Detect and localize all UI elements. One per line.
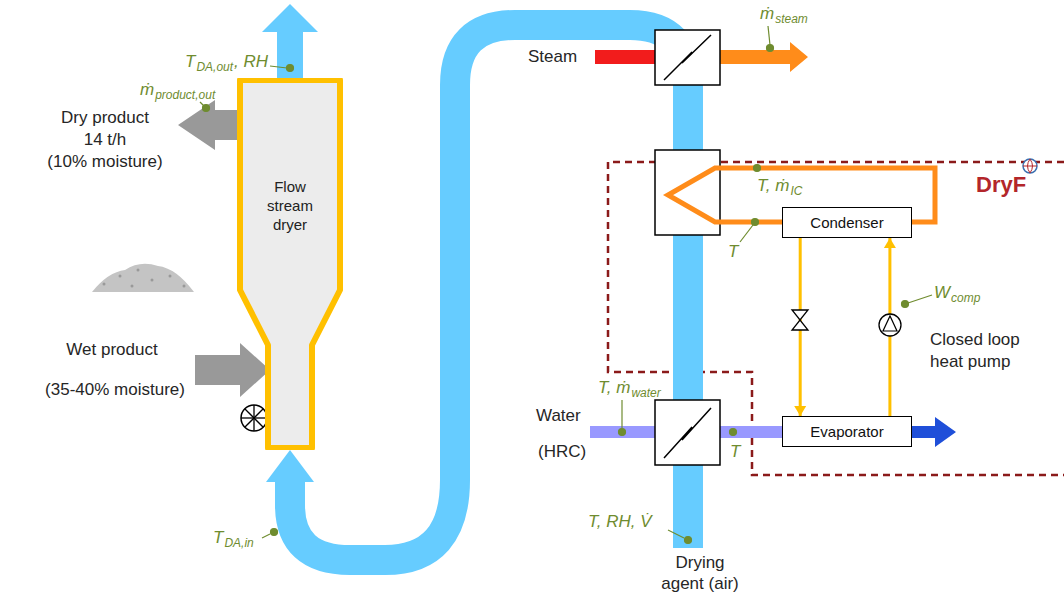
water-transfer (720, 426, 782, 438)
powder-grains (103, 269, 186, 288)
stream-label: Water (536, 406, 581, 426)
compressor-symbol (879, 314, 901, 336)
stream-label: (35-40% moisture) (45, 380, 185, 400)
expansion-valve (792, 310, 808, 330)
node-label: Condenser (810, 214, 883, 231)
measurement-symbol: T, ṁ (757, 176, 789, 196)
measurement-symbol: T (728, 242, 738, 262)
subscript: steam (775, 13, 808, 27)
air-outlet-arrow (262, 4, 318, 32)
stream-label: (HRC) (538, 442, 586, 462)
stream-label: 14 t/h (84, 130, 127, 150)
air-inlet-arrow (266, 450, 314, 482)
subscript: DA,out (196, 61, 233, 75)
dryer-vessel: Flow stream dryer (236, 78, 344, 450)
subscript: DA,in (224, 537, 253, 551)
steam-inlet (595, 50, 655, 64)
rotary-valve (241, 405, 267, 431)
stream-label: Drying (675, 553, 724, 573)
powder-pile (92, 264, 194, 292)
measurement-symbol: T, RH, V̇ (588, 512, 652, 532)
node-label: Evaporator (810, 423, 883, 440)
dryer-outline (236, 78, 344, 450)
stream-label: agent (air) (661, 574, 738, 594)
measurement-symbol: ṁ (760, 4, 774, 24)
condenser-box: Condenser (782, 207, 912, 238)
subscript: water (631, 387, 660, 401)
measurement-symbol: T, ṁ (598, 378, 630, 398)
component-label: heat pump (930, 352, 1010, 372)
steam-heat-exchanger (655, 30, 720, 85)
subscript: IC (790, 185, 802, 199)
stream-label: Wet product (66, 340, 157, 360)
measurement-symbol: ṁ (140, 80, 154, 100)
air-duct (290, 25, 688, 560)
project-logo: DryF (976, 172, 1026, 197)
heat-pump-heat-exchanger (655, 150, 720, 235)
air-outlet-duct (277, 30, 303, 82)
water-heat-exchanger (655, 400, 720, 465)
measurement-symbol: , RH (234, 52, 268, 72)
water-outlet-arrow (912, 417, 956, 447)
subscript: product,out (155, 89, 215, 103)
wet-product-arrow (195, 343, 270, 397)
evaporator-box: Evaporator (782, 416, 912, 447)
stream-label: Steam (528, 47, 577, 67)
measurement-symbol: T (730, 442, 740, 462)
condensate-outlet-arrow (720, 42, 808, 72)
measurement-symbol: T (185, 52, 195, 72)
node-label: Flow stream dryer (250, 178, 330, 234)
measurement-points (200, 26, 932, 544)
component-label: Closed loop (930, 330, 1020, 350)
stream-label: (10% moisture) (47, 152, 162, 172)
subscript: comp (951, 292, 980, 306)
stream-label: Dry product (61, 108, 149, 128)
measurement-symbol: T (213, 528, 223, 548)
logo-globe (1023, 159, 1037, 173)
measurement-symbol: W (934, 283, 950, 303)
